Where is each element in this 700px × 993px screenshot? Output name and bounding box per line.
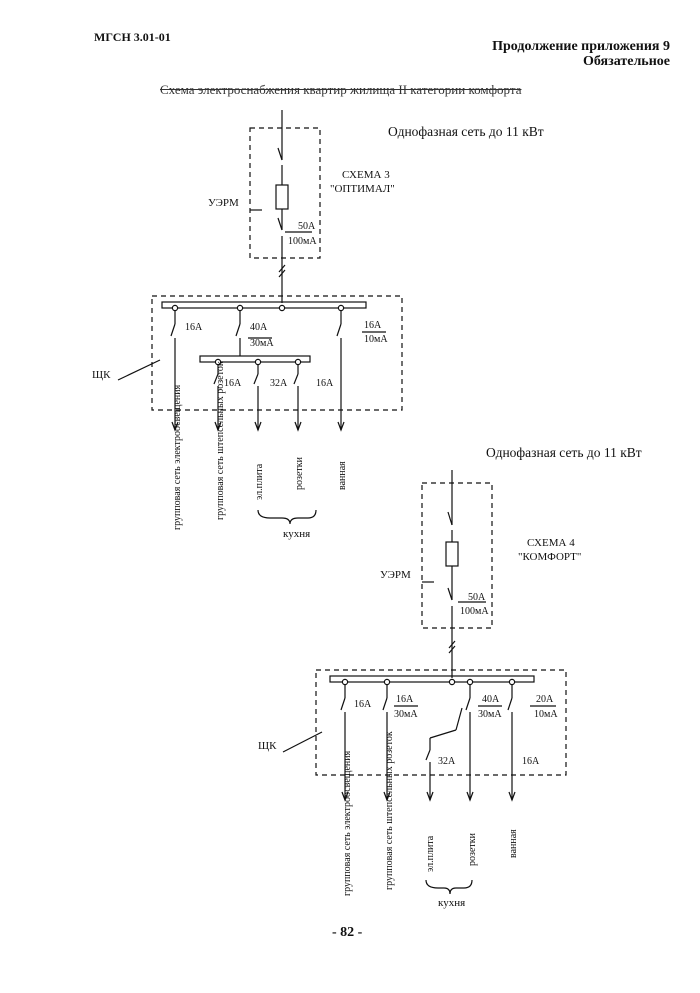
scheme4-diagram	[282, 470, 567, 895]
scheme4-uzrm-leak: 100мА	[460, 606, 489, 617]
scheme4-panel-box	[315, 669, 567, 776]
scheme4-kitchen-label: кухня	[438, 897, 465, 909]
scheme3-sockets-breaker: 16А	[224, 378, 242, 389]
scheme3-output-stove: эл.плита	[254, 463, 265, 500]
scheme4-uzrm-label: УЭРМ	[380, 569, 411, 581]
scheme3-name: СХЕМА 3	[342, 169, 390, 181]
scheme3-network-label: Однофазная сеть до 11 кВт	[388, 124, 544, 139]
scheme3-uzrm-leak: 100мА	[288, 236, 317, 247]
scheme3-stove-breaker: 32А	[270, 378, 288, 389]
scheme4-bath-rating: 20А	[536, 694, 554, 705]
scheme3-uzrm-box	[249, 127, 321, 259]
scheme4-output-lighting: групповая сеть электроосвещения	[342, 750, 353, 896]
scheme4-lighting-breaker: 16А	[354, 699, 372, 710]
scheme3-uzrm-label: УЭРМ	[208, 197, 239, 209]
scheme4-bath-leak: 10мА	[534, 709, 558, 720]
scheme3-busbar	[161, 301, 367, 309]
scheme3-diagram	[117, 110, 403, 525]
scheme4-sockets-rating: 16А	[396, 694, 414, 705]
scheme4-uzrm-rating: 50А	[468, 592, 486, 603]
scheme4-panel-label: ЩК	[258, 740, 277, 752]
scheme3-subtitle: "ОПТИМАЛ"	[330, 183, 395, 195]
scheme3-panel-box	[151, 295, 403, 411]
document-code: МГСН 3.01-01	[94, 30, 171, 44]
scheme3-kitchen-label: кухня	[283, 528, 310, 540]
scheme4-output-sockets: групповая сеть штепсельных розеток	[384, 731, 395, 890]
scheme4-stove-breaker: 32А	[438, 756, 456, 767]
scheme3-output-lighting: групповая сеть электроосвещения	[172, 384, 183, 530]
appendix-status: Обязательное	[582, 54, 670, 69]
scheme3-panel-label: ЩК	[92, 369, 111, 381]
scheme4-sockets-leak: 30мА	[394, 709, 418, 720]
scheme3-rcd-leak: 30мА	[250, 338, 274, 349]
scheme3-meter	[275, 184, 289, 210]
page-number: - 82 -	[332, 925, 363, 940]
scheme4-meter	[445, 541, 459, 567]
scheme3-output-sockets: групповая сеть штепсельных розеток	[215, 361, 226, 520]
scheme4-subtitle: "КОМФОРТ"	[518, 551, 581, 563]
scheme3-kitchen-brace	[257, 509, 317, 525]
scheme4-kitchen-brace	[425, 879, 473, 895]
scheme4-output-kitchen-sockets: розетки	[467, 832, 478, 866]
scheme3-output-kitchen-sockets: розетки	[294, 456, 305, 490]
scheme3-output-bath: ванная	[337, 461, 348, 490]
scheme4-kitchen-rating: 40А	[482, 694, 500, 705]
scheme3-uzrm-rating: 50А	[298, 221, 316, 232]
scheme3-bath-leak: 10мА	[364, 334, 388, 345]
appendix-continuation: Продолжение приложения 9	[492, 39, 670, 54]
scheme4-network-label: Однофазная сеть до 11 кВт	[486, 445, 642, 460]
scheme3-lighting-breaker: 16А	[185, 322, 203, 333]
struck-title: Схема электроснабжения квартир жилища II…	[160, 82, 522, 97]
scheme3-rcd-rating: 40А	[250, 322, 268, 333]
scheme4-bath-extra-breaker: 16А	[522, 756, 540, 767]
scheme3-kitchen-sockets-breaker: 16А	[316, 378, 334, 389]
scheme4-kitchen-leak: 30мА	[478, 709, 502, 720]
scheme4-name: СХЕМА 4	[527, 537, 575, 549]
scheme3-bath-rating: 16А	[364, 320, 382, 331]
scheme4-output-bath: ванная	[508, 829, 519, 858]
scheme4-busbar	[329, 675, 535, 683]
scheme4-output-stove: эл.плита	[425, 835, 436, 872]
